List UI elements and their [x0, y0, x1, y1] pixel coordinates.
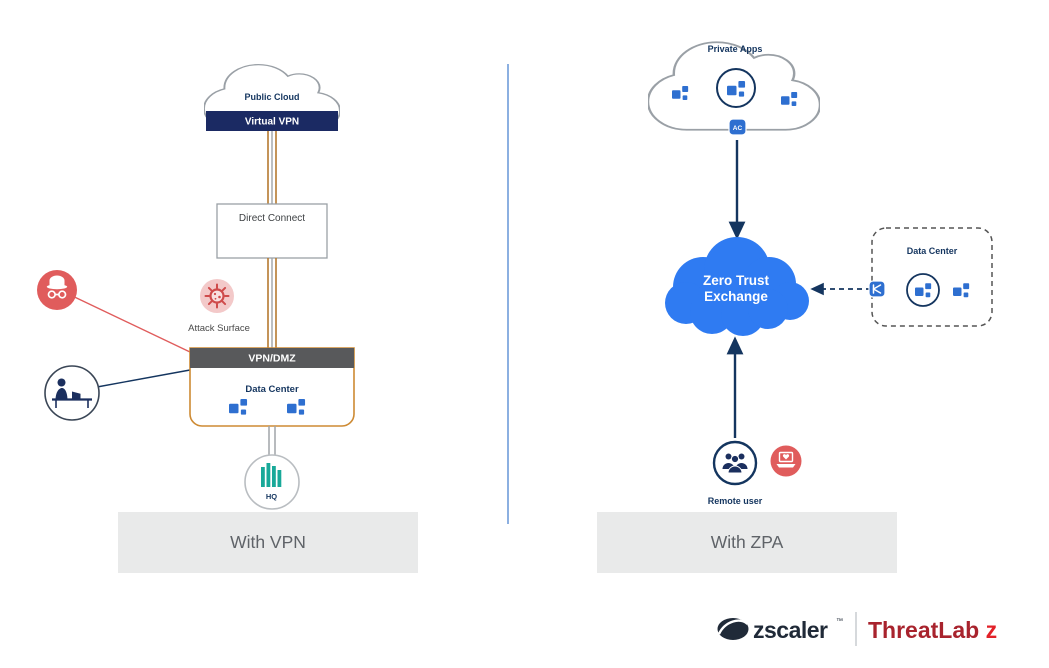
zte-label-line2: Exchange	[704, 289, 768, 304]
connector-badge-icon	[868, 280, 886, 298]
direct-connect-label: Direct Connect	[239, 213, 305, 224]
user-access-line	[96, 369, 191, 388]
selected-app-circle	[906, 273, 940, 307]
hq-building-icon: HQ	[244, 454, 300, 510]
virtual-vpn-label: Virtual VPN	[245, 117, 299, 128]
private-apps-label: Private Apps	[708, 44, 763, 54]
zpa-caption-label: With ZPA	[711, 532, 784, 552]
hq-link-lines	[268, 426, 276, 455]
vpn-caption-label: With VPN	[230, 532, 306, 552]
remote-user-icon	[712, 440, 758, 486]
zte-label-line1: Zero Trust	[703, 273, 770, 288]
vpn-tunnel-lower-lines	[267, 258, 277, 348]
vpn-dmz-datacenter-box: VPN/DMZ Data Center	[189, 347, 355, 427]
right-data-center-label: Data Center	[907, 246, 958, 256]
vpn-dmz-label: VPN/DMZ	[248, 353, 296, 365]
remote-user-label: Remote user	[708, 496, 763, 506]
left-data-center-label: Data Center	[245, 384, 299, 395]
virus-icon	[200, 279, 234, 313]
hq-label: HQ	[266, 492, 277, 501]
zscaler-trademark: ™	[836, 618, 843, 625]
attack-line	[74, 296, 191, 353]
zscaler-wordmark: zscaler	[753, 617, 828, 643]
zscaler-logo: zscaler ™	[717, 617, 843, 643]
vpn-caption-banner	[118, 512, 418, 573]
threatlab-z-text: z	[986, 617, 998, 643]
threatlabz-wordmark: ThreatLab z	[868, 617, 997, 643]
ac-badge-label: AC	[733, 125, 743, 132]
vpn-dmz-banner	[190, 348, 354, 368]
zpa-diagram: Private Apps AC Zero Trust Exchange	[597, 41, 993, 573]
footer-logos: zscaler ™ ThreatLab z	[717, 612, 997, 646]
zpa-data-center-box: Data Center	[871, 227, 993, 327]
attack-surface-label: Attack Surface	[188, 323, 250, 334]
vpn-diagram: Public Cloud Virtual VPN Direct Connect	[37, 63, 418, 573]
public-cloud-label: Public Cloud	[245, 92, 300, 102]
user-workstation-icon	[44, 365, 100, 421]
threatlab-text: ThreatLab	[868, 617, 979, 643]
vpn-tunnel-upper-lines	[267, 131, 277, 204]
hacker-icon	[37, 270, 77, 310]
virtual-vpn-banner	[206, 111, 338, 131]
infected-laptop-icon	[770, 445, 802, 477]
app-connector-badge: AC	[728, 118, 747, 136]
zpa-caption-banner	[597, 512, 897, 573]
zero-trust-exchange-cloud	[665, 237, 809, 336]
